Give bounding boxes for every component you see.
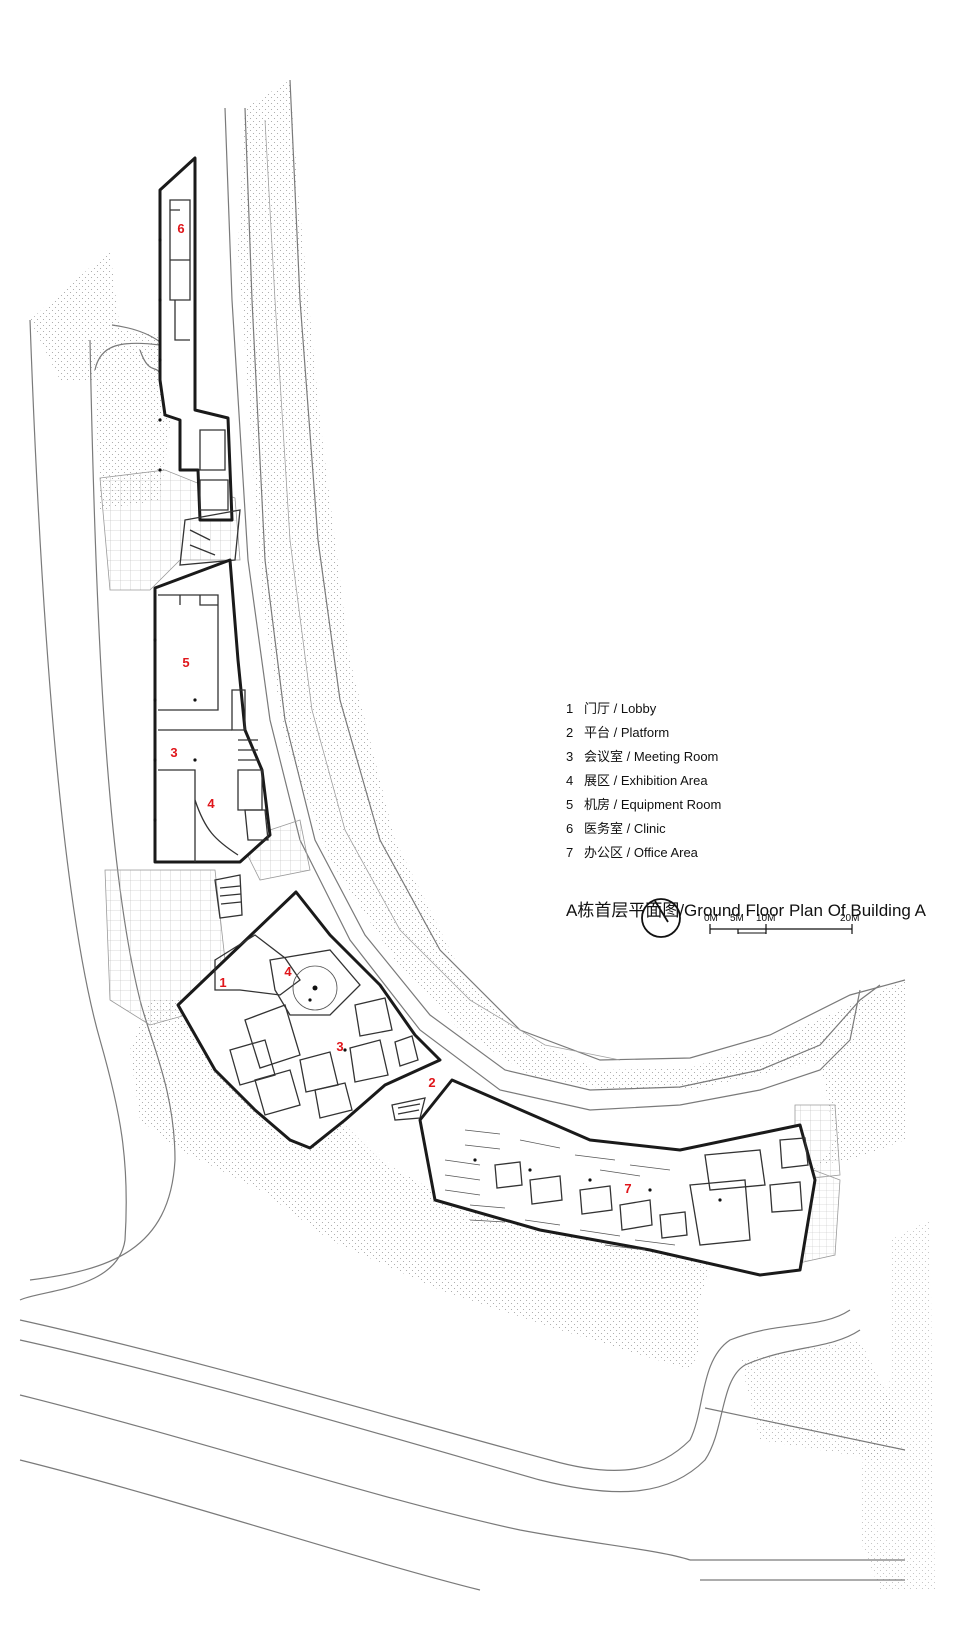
lobby-wing (176, 890, 442, 1150)
scale-bar: 0M 5M 10M 20M (704, 913, 859, 934)
office-wing (418, 1078, 817, 1277)
landscape-hatch (30, 80, 935, 1590)
plan-title: A栋首层平面图/Ground Floor Plan Of Building A (566, 901, 926, 920)
room-label-meeting-mid: 3 (170, 745, 177, 760)
structural-columns (153, 238, 722, 1202)
room-label-office: 7 (624, 1181, 631, 1196)
middle-wing (153, 558, 272, 864)
room-label-exhibition-lobby: 4 (284, 964, 292, 979)
room-label-lobby: 1 (219, 975, 226, 990)
room-labels: 6 5 3 4 1 4 3 2 7 (170, 221, 631, 1196)
scale-label-20m: 20M (840, 913, 859, 924)
room-label-equipment: 5 (182, 655, 189, 670)
stairs (214, 874, 426, 1121)
room-label-meeting-lobby: 3 (336, 1039, 343, 1054)
room-label-clinic: 6 (177, 221, 184, 236)
north-arrow-icon (641, 898, 681, 938)
north-wing (158, 156, 241, 566)
room-label-platform: 2 (428, 1075, 435, 1090)
scale-label-0m: 0M (704, 913, 718, 924)
room-label-exhibition-mid: 4 (207, 796, 215, 811)
roads (19, 79, 906, 1591)
scale-label-10m: 10M (756, 913, 775, 924)
scale-label-5m: 5M (730, 913, 744, 924)
